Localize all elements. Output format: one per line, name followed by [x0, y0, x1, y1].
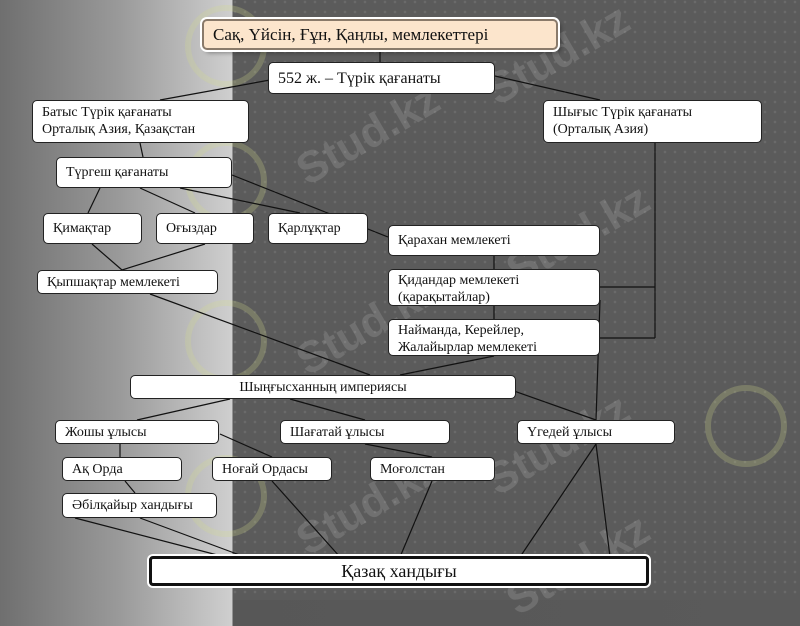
- node-turk-khaganate: 552 ж. – Түрік қағанаты: [268, 62, 495, 94]
- node-chagatai-ulus: Шағатай ұлысы: [280, 420, 450, 444]
- node-oguzes: Оғыздар: [156, 213, 254, 244]
- node-label-line: Батыс Түрік қағанаты: [42, 105, 172, 120]
- node-chinggis-empire: Шыңғысханның империясы: [130, 375, 516, 399]
- node-kimaks: Қимақтар: [43, 213, 142, 244]
- node-nogai-orda: Ноғай Ордасы: [212, 457, 332, 481]
- node-kazakh-khanate: Қазақ хандығы: [149, 556, 649, 586]
- title-box: Сақ, Үйсін, Ғұн, Қаңлы, мемлекеттері: [202, 19, 558, 50]
- node-label-line: Орталық Азия, Қазақстан: [42, 122, 196, 137]
- node-label-line: Қидандар мемлекеті: [398, 273, 520, 288]
- node-west-turk-khaganate: Батыс Түрік қағанаты Орталық Азия, Қазақ…: [32, 100, 249, 143]
- node-abulkhair-khanate: Әбілқайыр хандығы: [62, 493, 217, 518]
- node-east-turk-khaganate: Шығыс Түрік қағанаты (Орталық Азия): [543, 100, 762, 143]
- node-naiman-state: Найманда, Керейлер, Жалайырлар мемлекеті: [388, 319, 600, 356]
- node-ogedei-ulus: Үгедей ұлысы: [517, 420, 675, 444]
- node-label-line: Жалайырлар мемлекеті: [398, 340, 537, 355]
- node-kidan-state: Қидандар мемлекеті (қарақытайлар): [388, 269, 600, 306]
- connector-lines: [74, 48, 656, 558]
- node-label-line: Найманда, Керейлер,: [398, 323, 525, 338]
- node-label-line: (Орталық Азия): [553, 122, 649, 137]
- node-karluks: Қарлұқтар: [268, 213, 368, 244]
- node-karakhan-state: Қарахан мемлекеті: [388, 225, 600, 256]
- node-jochi-ulus: Жошы ұлысы: [55, 420, 219, 444]
- node-label-line: (қарақытайлар): [398, 290, 490, 305]
- node-ak-orda: Ақ Орда: [62, 457, 182, 481]
- node-kipchak-state: Қыпшақтар мемлекеті: [37, 270, 218, 294]
- node-mogolistan: Моғолстан: [370, 457, 495, 481]
- node-turgesh-khaganate: Түргеш қағанаты: [56, 157, 232, 188]
- node-label-line: Шығыс Түрік қағанаты: [553, 105, 692, 120]
